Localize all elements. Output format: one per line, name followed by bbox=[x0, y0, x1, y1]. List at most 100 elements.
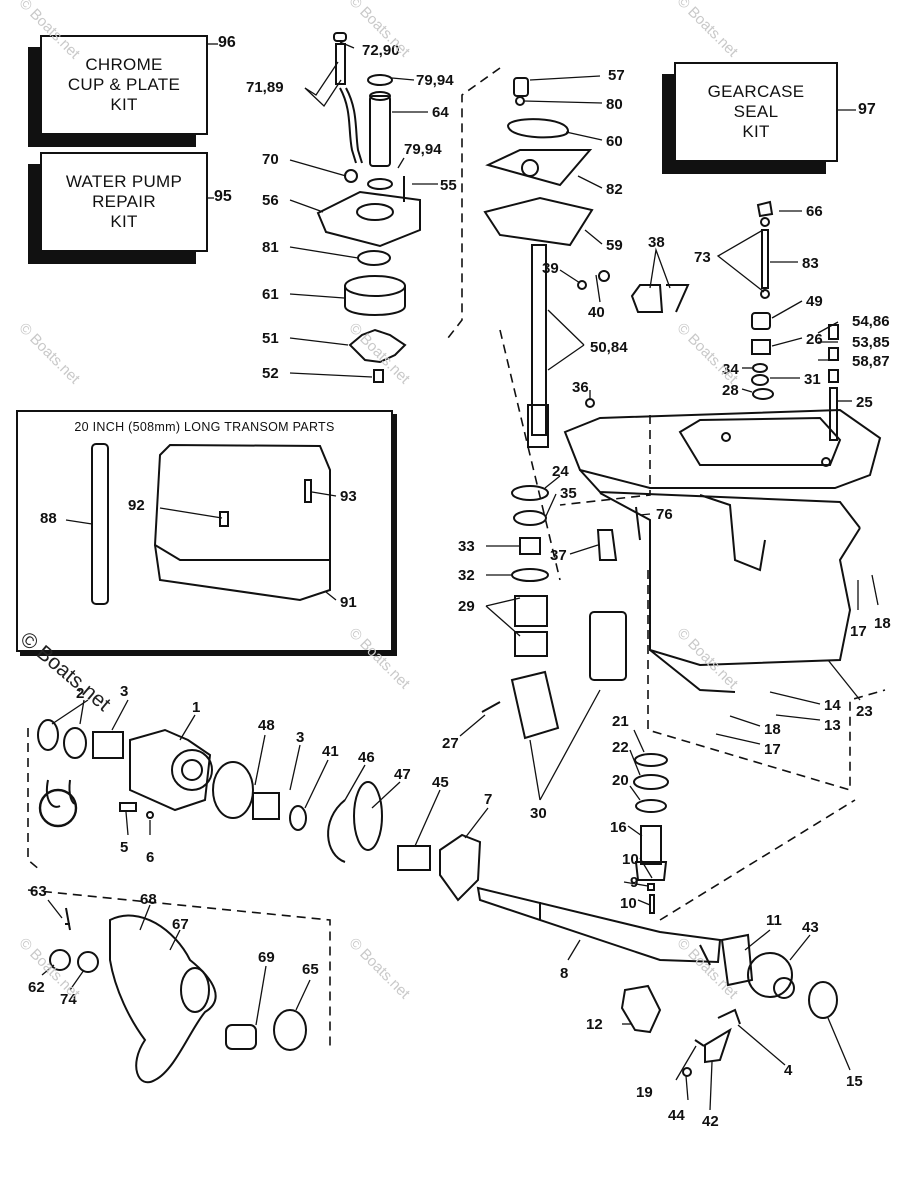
gearcase-seal-kit-box: GEARCASE SEAL KIT bbox=[662, 62, 838, 174]
callout-83: 83 bbox=[802, 255, 819, 272]
callout-92: 92 bbox=[128, 497, 145, 514]
callout-79-94-lower: 79,94 bbox=[404, 141, 442, 158]
gearcase-seal-kit-label: GEARCASE SEAL KIT bbox=[674, 62, 838, 162]
callout-66: 66 bbox=[806, 203, 823, 220]
callout-96: 96 bbox=[218, 34, 236, 51]
callout-44: 44 bbox=[668, 1107, 685, 1124]
callout-74: 74 bbox=[60, 991, 77, 1008]
callout-43: 43 bbox=[802, 919, 819, 936]
gearcase-housing bbox=[563, 408, 882, 693]
propeller bbox=[49, 907, 307, 1084]
chrome-cup-plate-kit-box: CHROME CUP & PLATE KIT bbox=[28, 35, 208, 147]
callout-21: 21 bbox=[612, 713, 629, 730]
callout-37: 37 bbox=[550, 547, 567, 564]
callout-4: 4 bbox=[784, 1062, 793, 1079]
callout-12: 12 bbox=[586, 1016, 603, 1033]
callout-45: 45 bbox=[432, 774, 449, 791]
callout-24: 24 bbox=[552, 463, 569, 480]
shift-rod-parts bbox=[751, 200, 839, 441]
callout-10-lower: 10 bbox=[620, 895, 637, 912]
callout-3-upper: 3 bbox=[120, 683, 128, 700]
callout-15: 15 bbox=[846, 1073, 863, 1090]
callout-36: 36 bbox=[572, 379, 589, 396]
callout-10-upper: 10 bbox=[622, 851, 639, 868]
callout-61: 61 bbox=[262, 286, 279, 303]
callout-19: 19 bbox=[636, 1084, 653, 1101]
leader-lines bbox=[41, 41, 879, 1111]
callout-25: 25 bbox=[856, 394, 873, 411]
callout-73: 73 bbox=[694, 249, 711, 266]
callout-54-86: 54,86 bbox=[852, 313, 890, 330]
callout-47: 47 bbox=[394, 766, 411, 783]
callout-97: 97 bbox=[858, 101, 876, 118]
callout-17-upper: 17 bbox=[850, 623, 867, 640]
bearing-stack bbox=[481, 485, 669, 914]
callout-59: 59 bbox=[606, 237, 623, 254]
callout-82: 82 bbox=[606, 181, 623, 198]
callout-31: 31 bbox=[804, 371, 821, 388]
callout-42: 42 bbox=[702, 1113, 719, 1130]
water-pump-kit-box: WATER PUMP REPAIR KIT bbox=[28, 152, 208, 264]
driveshaft-parts bbox=[483, 77, 690, 448]
callout-3-lower: 3 bbox=[296, 729, 304, 746]
callout-41: 41 bbox=[322, 743, 339, 760]
transom-title: 20 INCH (508mm) LONG TRANSOM PARTS bbox=[74, 420, 335, 434]
callout-81: 81 bbox=[262, 239, 279, 256]
callout-50-84: 50,84 bbox=[590, 339, 628, 356]
callout-16: 16 bbox=[610, 819, 627, 836]
callout-52: 52 bbox=[262, 365, 279, 382]
callout-48: 48 bbox=[258, 717, 275, 734]
callout-33: 33 bbox=[458, 538, 475, 555]
callout-17-lower: 17 bbox=[764, 741, 781, 758]
callout-1: 1 bbox=[192, 699, 200, 716]
callout-14: 14 bbox=[824, 697, 841, 714]
group-outline bbox=[27, 67, 886, 1050]
callout-95: 95 bbox=[214, 188, 232, 205]
callout-91: 91 bbox=[340, 594, 357, 611]
callout-32: 32 bbox=[458, 567, 475, 584]
callout-55: 55 bbox=[440, 177, 457, 194]
callout-65: 65 bbox=[302, 961, 319, 978]
callout-80: 80 bbox=[606, 96, 623, 113]
propeller-shaft bbox=[476, 886, 838, 1077]
water-pump-parts bbox=[316, 32, 421, 383]
callout-56: 56 bbox=[262, 192, 279, 209]
bearing-housing-parts bbox=[37, 719, 482, 902]
callout-71-89: 71,89 bbox=[246, 79, 284, 96]
chrome-kit-label: CHROME CUP & PLATE KIT bbox=[40, 35, 208, 135]
callout-5: 5 bbox=[120, 839, 128, 856]
callout-46: 46 bbox=[358, 749, 375, 766]
callout-51: 51 bbox=[262, 330, 279, 347]
callout-72-90: 72,90 bbox=[362, 42, 400, 59]
callout-8: 8 bbox=[560, 965, 568, 982]
callout-30: 30 bbox=[530, 805, 547, 822]
callout-28: 28 bbox=[722, 382, 739, 399]
callout-79-94: 79,94 bbox=[416, 72, 454, 89]
callout-22: 22 bbox=[612, 739, 629, 756]
callout-35: 35 bbox=[560, 485, 577, 502]
callout-88: 88 bbox=[40, 510, 57, 527]
callout-labels: 72,90 71,89 79,94 64 79,94 70 55 56 81 6… bbox=[28, 42, 891, 1130]
callout-93: 93 bbox=[340, 488, 357, 505]
callout-38: 38 bbox=[648, 234, 665, 251]
callout-39: 39 bbox=[542, 260, 559, 277]
callout-49: 49 bbox=[806, 293, 823, 310]
callout-60: 60 bbox=[606, 133, 623, 150]
callout-9: 9 bbox=[630, 874, 638, 891]
water-pump-kit-label: WATER PUMP REPAIR KIT bbox=[40, 152, 208, 252]
callout-7: 7 bbox=[484, 791, 492, 808]
callout-40: 40 bbox=[588, 304, 605, 321]
callout-69: 69 bbox=[258, 949, 275, 966]
callout-58-87: 58,87 bbox=[852, 353, 890, 370]
callout-18-lower: 18 bbox=[764, 721, 781, 738]
callout-57: 57 bbox=[608, 67, 625, 84]
callout-63: 63 bbox=[30, 883, 47, 900]
transom-parts bbox=[91, 443, 331, 605]
callout-76: 76 bbox=[656, 506, 673, 523]
callout-20: 20 bbox=[612, 772, 629, 789]
callout-64: 64 bbox=[432, 104, 449, 121]
callout-13: 13 bbox=[824, 717, 841, 734]
callout-2: 2 bbox=[76, 685, 84, 702]
